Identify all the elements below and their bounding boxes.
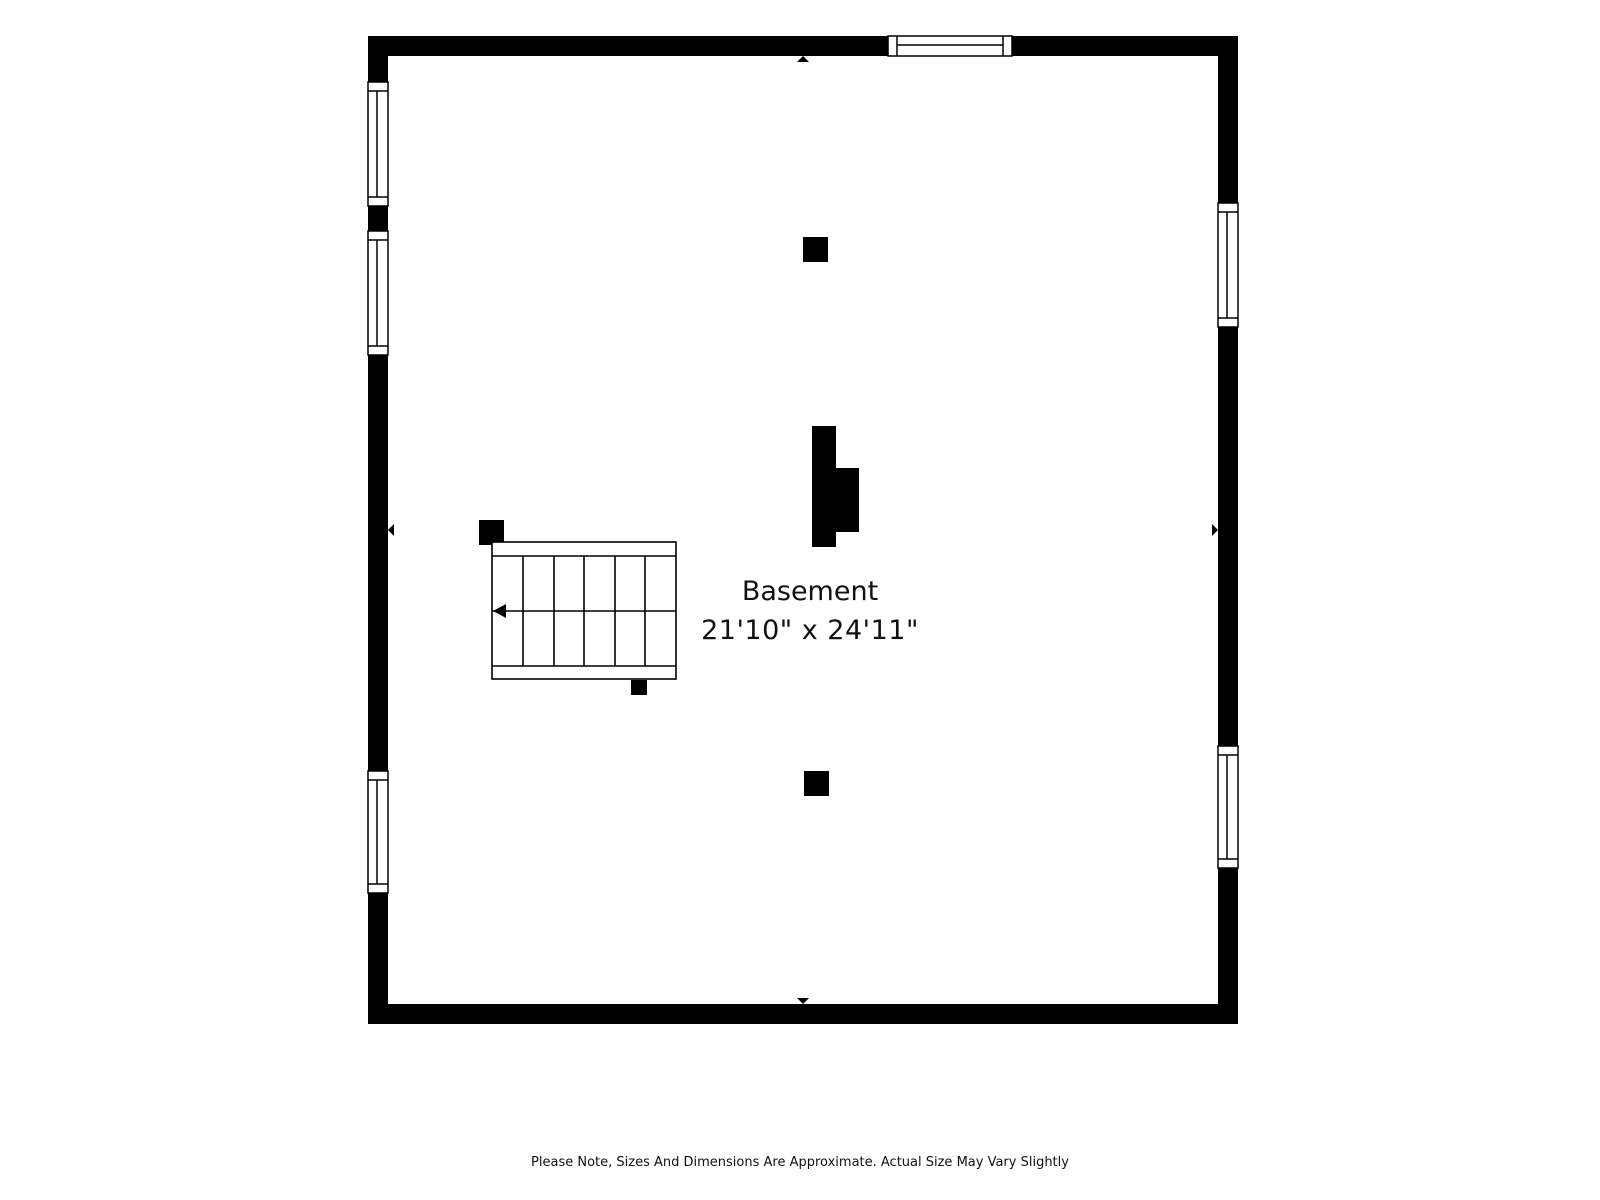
staircase bbox=[491, 541, 677, 680]
window-right-1 bbox=[1217, 202, 1239, 328]
window-right-2 bbox=[1217, 745, 1239, 869]
chimney-block bbox=[812, 426, 859, 547]
exterior-walls bbox=[368, 36, 1238, 1024]
wall-markers bbox=[388, 56, 1218, 1004]
window-left-1 bbox=[367, 81, 389, 207]
marker-left-icon bbox=[388, 524, 394, 536]
marker-bottom-icon bbox=[797, 998, 809, 1004]
window-top bbox=[887, 35, 1013, 57]
columns bbox=[479, 237, 829, 796]
column-top bbox=[803, 237, 828, 262]
disclaimer-note: Please Note, Sizes And Dimensions Are Ap… bbox=[531, 1155, 1069, 1170]
room-dimensions: 21'10" x 24'11" bbox=[701, 615, 919, 646]
marker-top-icon bbox=[797, 56, 809, 62]
window-left-2 bbox=[367, 230, 389, 356]
column-stair bbox=[479, 520, 504, 545]
marker-right-icon bbox=[1212, 524, 1218, 536]
window-left-3 bbox=[367, 770, 389, 894]
floor-area bbox=[388, 56, 1218, 1004]
column-bottom bbox=[804, 771, 829, 796]
windows bbox=[367, 35, 1239, 894]
stair-direction-arrow-icon bbox=[493, 604, 506, 618]
room-name: Basement bbox=[741, 576, 879, 607]
post-small bbox=[631, 680, 647, 695]
